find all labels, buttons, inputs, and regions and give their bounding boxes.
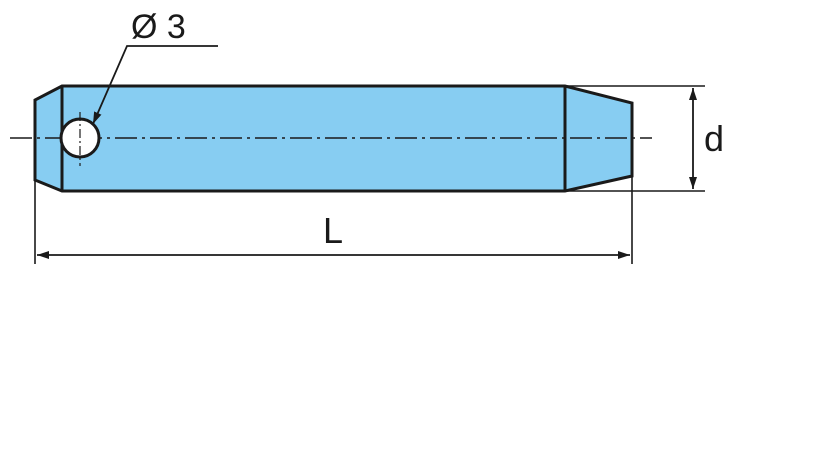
length-label: L bbox=[323, 210, 343, 251]
diameter-label: d bbox=[704, 118, 724, 159]
hole-leader-line bbox=[92, 45, 218, 125]
hole-diameter-label: Ø 3 bbox=[131, 8, 186, 46]
